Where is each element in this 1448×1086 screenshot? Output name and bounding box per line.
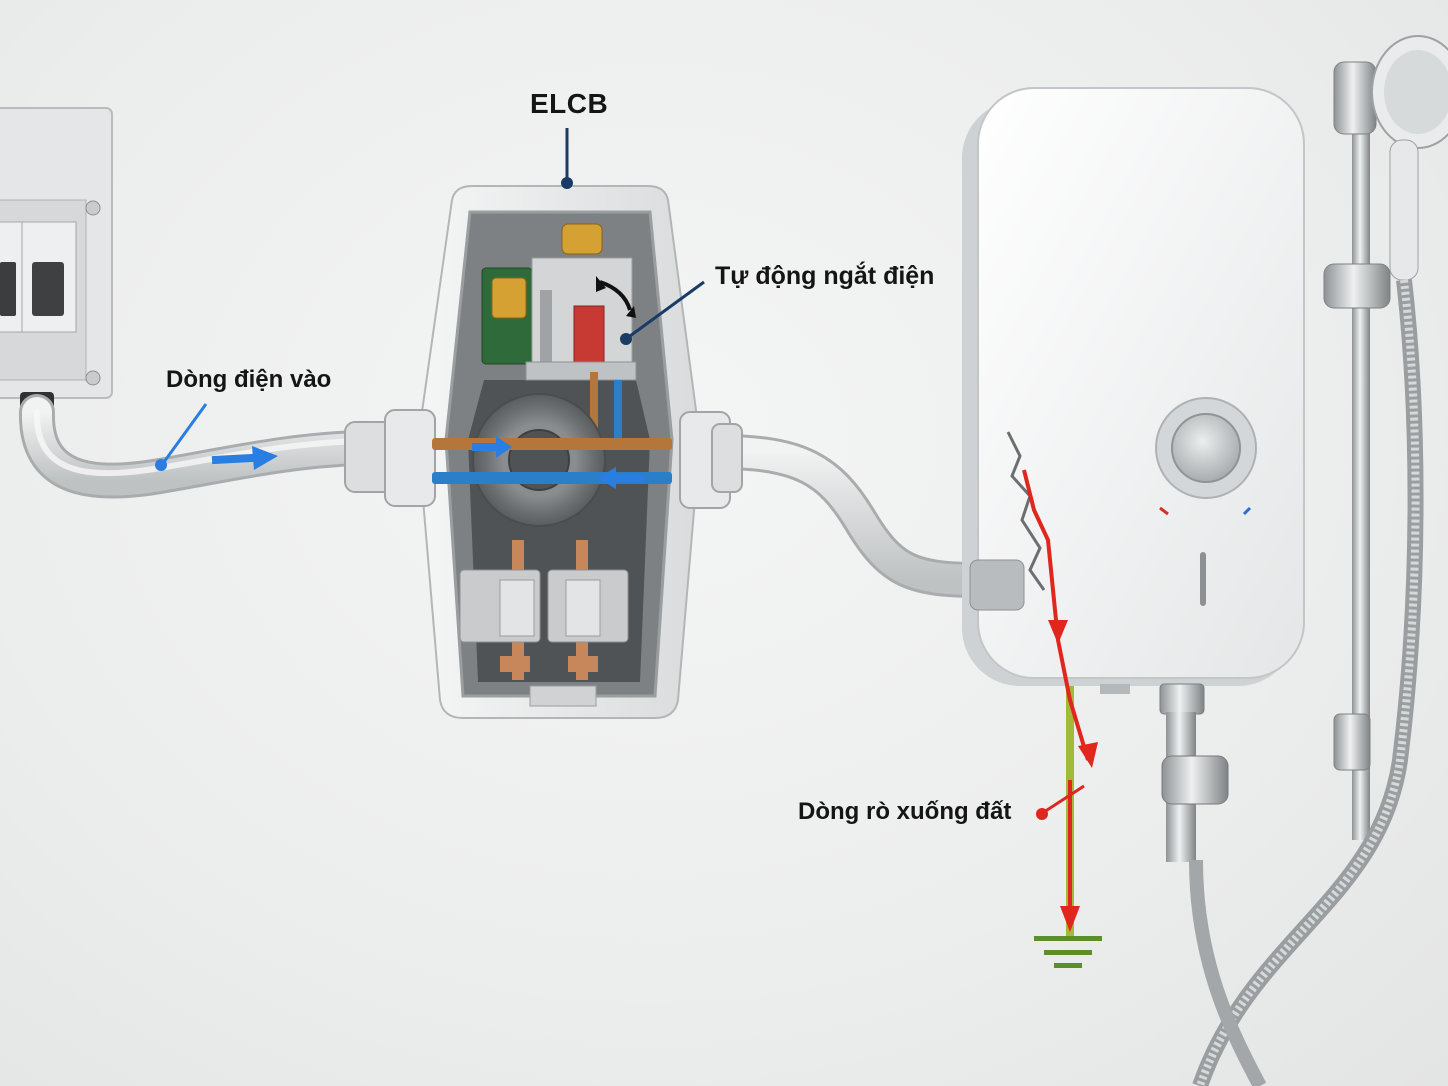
elcb-label: ELCB	[530, 88, 609, 119]
input-cable	[19, 394, 378, 499]
temperature-knob[interactable]	[1171, 413, 1241, 483]
arrow-right-icon	[211, 446, 278, 470]
water-heater	[962, 87, 1305, 862]
auto-trip-label: Tự động ngắt điện	[715, 262, 935, 290]
leader-auto-trip	[620, 280, 705, 345]
leader-leak	[1036, 784, 1085, 820]
shower-set	[1189, 35, 1448, 1086]
cable-gland-right	[679, 411, 743, 509]
live-wire	[432, 438, 672, 450]
ground-symbol-icon	[1034, 936, 1102, 968]
curved-double-arrow-icon	[599, 280, 632, 311]
current-in-label: Dòng điện vào	[166, 366, 332, 393]
cable-gland-left	[344, 409, 436, 507]
leader-elcb	[561, 128, 573, 189]
elcb-device	[344, 185, 743, 719]
leak-current-path	[1022, 469, 1090, 761]
casing-crack	[1006, 431, 1046, 591]
arrow-left-icon	[598, 467, 644, 489]
leader-current-in	[155, 403, 208, 471]
trip-mechanism	[481, 223, 637, 381]
leak-to-ground-label: Dòng rò xuống đất	[798, 798, 1012, 825]
output-cable	[702, 434, 998, 598]
relay-coil-icon	[491, 277, 527, 319]
toroid-sensor	[472, 393, 606, 527]
trip-lever	[573, 305, 605, 373]
distribution-board	[0, 107, 113, 416]
arrow-right-icon	[472, 436, 512, 458]
contact-assembly	[459, 540, 629, 707]
indicator-slot	[1200, 552, 1206, 606]
